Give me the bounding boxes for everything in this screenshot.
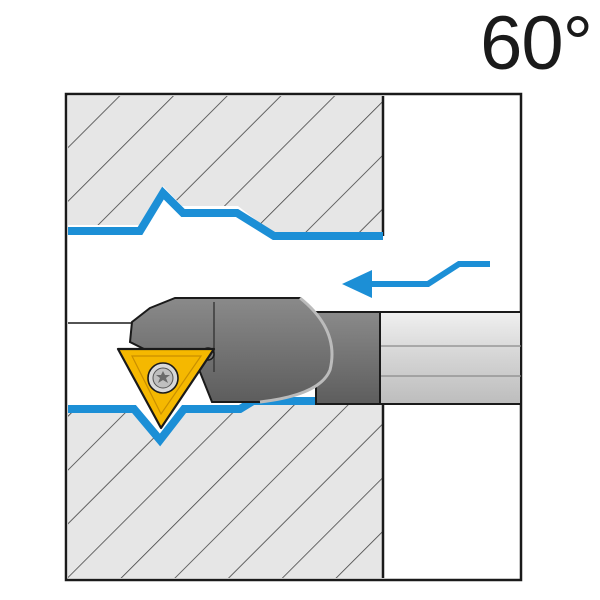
thread-angle-label: 60°: [480, 1, 593, 86]
upper-thread-profile: [68, 186, 383, 240]
torx-screw-icon: [147, 362, 179, 394]
workpiece-lower-section: [68, 404, 385, 578]
boring-bar-shank: [377, 311, 522, 405]
boring-bar-body: [128, 296, 381, 405]
workpiece-upper-section: [68, 96, 385, 236]
feed-direction-arrow-icon: [342, 261, 490, 298]
